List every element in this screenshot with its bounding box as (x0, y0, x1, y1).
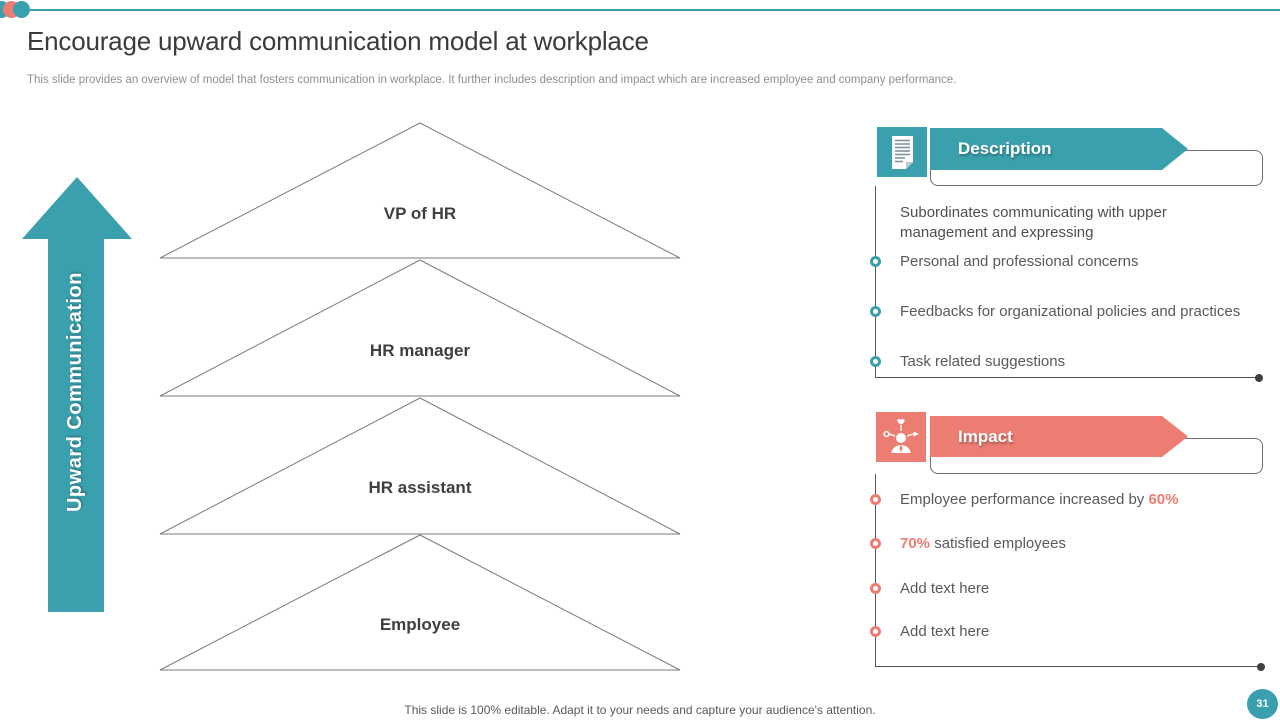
description-icon-tile (877, 127, 927, 177)
description-item: Personal and professional concerns (900, 253, 1139, 270)
bullet-marker-icon (870, 306, 881, 317)
impact-line-end-dot (1257, 663, 1265, 671)
impact-item-highlight: 70% (900, 535, 931, 552)
impact-item-text: satisfied employees (930, 535, 1066, 552)
description-item: Task related suggestions (900, 353, 1066, 370)
deco-circle-teal-right (13, 1, 30, 18)
upward-arrow-label: Upward Communication (64, 272, 86, 513)
impact-banner: Impact (930, 416, 1188, 457)
pyramid-diagram (159, 122, 681, 671)
bullet-marker-icon (870, 538, 881, 549)
pyramid-level-vp-of-hr: VP of HR (383, 204, 457, 223)
description-banner: Description (930, 128, 1188, 170)
description-intro-text: Subordinates communicating with upper ma… (900, 204, 1167, 241)
page-number-badge: 31 (1247, 689, 1278, 719)
impact-banner-label: Impact (958, 426, 1013, 446)
description-content-box (875, 186, 1261, 378)
pyramid-level-employee: Employee (379, 615, 461, 634)
description-item: Feedbacks for organizational policies an… (900, 303, 1241, 320)
bullet-marker-icon (870, 626, 881, 637)
pyramid-level-hr-manager: HR manager (369, 341, 471, 360)
bullet-marker-icon (870, 256, 881, 267)
person-network-icon (883, 418, 919, 453)
page-title: Encourage upward communication model at … (27, 26, 649, 56)
impact-content-box (875, 474, 1261, 667)
impact-item: 70% satisfied employees (900, 535, 1066, 552)
page-subtitle: This slide provides an overview of model… (27, 74, 957, 86)
impact-icon-tile (876, 412, 926, 462)
impact-item: Employee performance increased by 60% (900, 491, 1179, 508)
impact-item-placeholder: Add text here (900, 580, 990, 597)
bullet-marker-icon (870, 494, 881, 505)
impact-item-placeholder: Add text here (900, 623, 990, 640)
bullet-marker-icon (870, 583, 881, 594)
impact-item-highlight: 60% (1148, 491, 1179, 508)
footer-note: This slide is 100% editable. Adapt it to… (404, 703, 876, 717)
bullet-marker-icon (870, 356, 881, 367)
upward-arrow-shape (22, 177, 132, 612)
impact-item-text: Employee performance increased by (900, 491, 1149, 508)
pyramid-level-hr-assistant: HR assistant (368, 478, 472, 497)
description-line-end-dot (1255, 374, 1263, 382)
description-banner-label: Description (958, 139, 1052, 158)
top-divider-line (30, 9, 1280, 11)
document-icon (892, 136, 913, 169)
